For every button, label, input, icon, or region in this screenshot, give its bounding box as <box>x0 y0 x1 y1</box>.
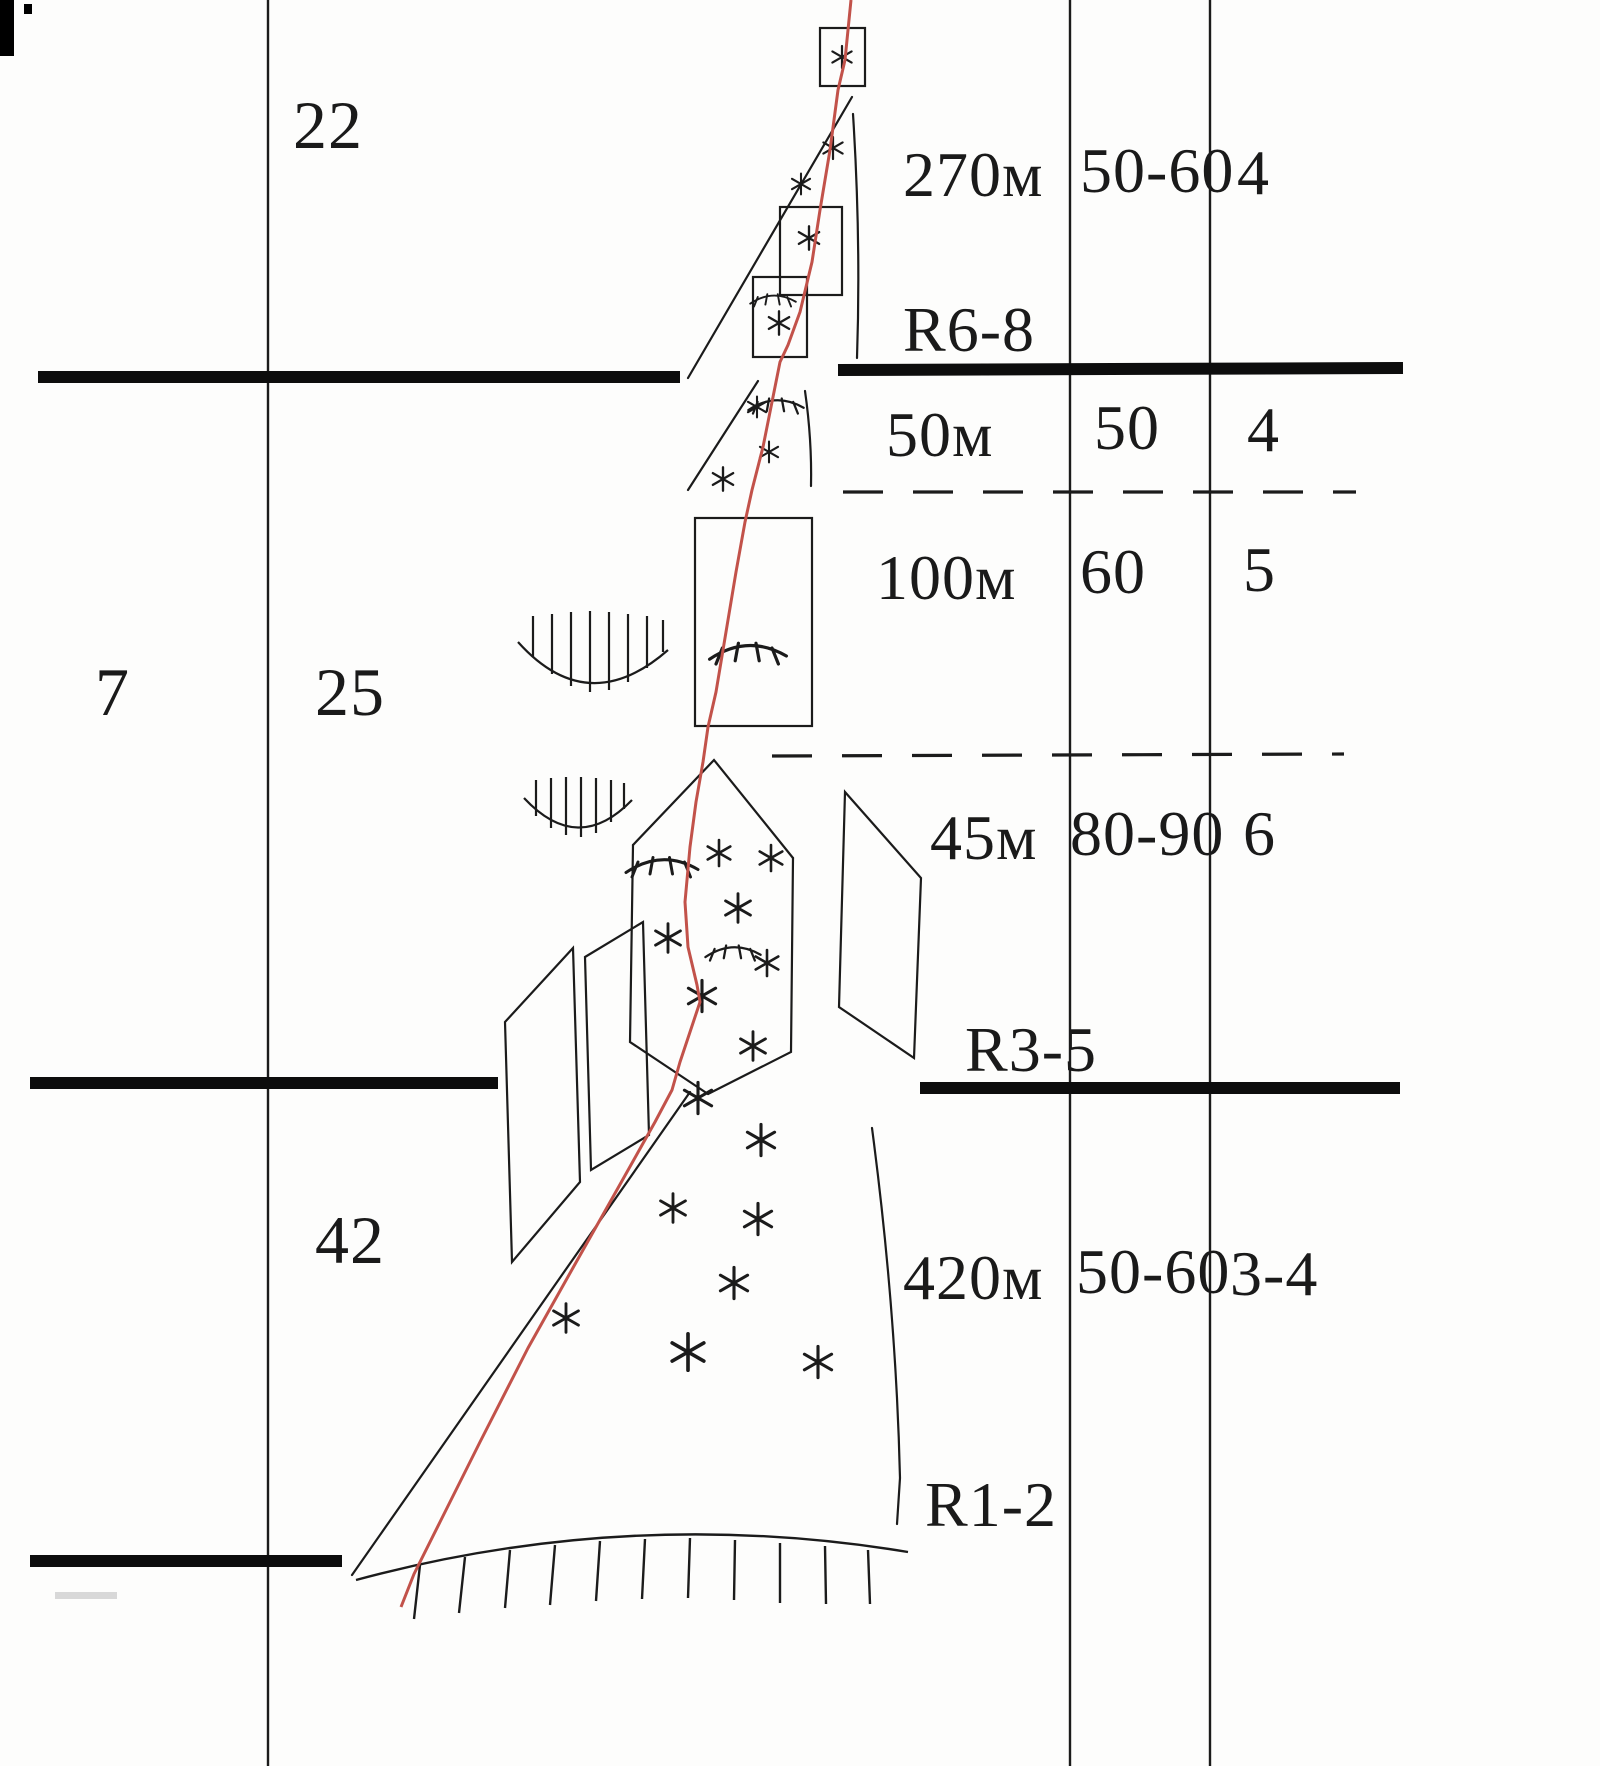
column-lines <box>266 0 1212 1766</box>
asterisk-mark <box>767 310 791 336</box>
belay-label-r1-2: R1-2 <box>925 1469 1057 1540</box>
zone-number-far-left: 7 <box>95 654 130 730</box>
pitch-5-length: 420м <box>903 1242 1044 1313</box>
asterisk-mark <box>686 978 718 1014</box>
upper-couloir-left-edge <box>686 95 854 380</box>
upper-couloir-right-edge <box>851 112 860 360</box>
zone-number-lower: 42 <box>315 1202 385 1278</box>
rock-band-hatched-upper <box>517 611 669 692</box>
slab-left-1 <box>503 945 582 1265</box>
belay-label-r3-5: R3-5 <box>965 1014 1097 1085</box>
rock-step-box-top <box>818 26 867 88</box>
asterisk-mark <box>790 172 812 196</box>
asterisk-mark <box>724 892 752 924</box>
pitch-2-length: 50м <box>886 399 994 470</box>
asterisk-mark <box>745 1122 777 1158</box>
pitch-4-steepness: 80-90 <box>1070 798 1225 869</box>
lower-face-right-edge <box>870 1126 902 1526</box>
asterisk-mark <box>758 843 784 873</box>
zone-number-upper: 22 <box>293 87 363 163</box>
terrain-outlines <box>350 26 923 1577</box>
route-line <box>399 0 853 1608</box>
asterisk-mark <box>718 1265 750 1301</box>
pitch-4-length: 45м <box>930 802 1038 873</box>
pitch-1-steepness: 50-60 <box>1080 135 1235 206</box>
pitch-3-grade: 5 <box>1243 534 1276 605</box>
asterisk-mark <box>742 1201 774 1237</box>
asterisk-mark <box>802 1344 834 1380</box>
lower-face-left-edge <box>350 1090 692 1577</box>
rock-band-hatched-lower <box>523 777 633 837</box>
asterisk-mark <box>746 395 768 419</box>
pitch2-right-edge <box>803 389 813 488</box>
overhang-mark <box>704 944 762 962</box>
route-point-asterisks <box>552 44 853 1380</box>
pitch-4-grade: 6 <box>1243 798 1276 869</box>
buttress-ridge <box>631 758 795 860</box>
pitch-1-length: 270м <box>903 139 1044 210</box>
section-divider-bars <box>30 362 1404 1567</box>
asterisk-mark <box>711 466 735 492</box>
rock-step-box-2 <box>778 205 844 297</box>
slab-right <box>837 789 923 1061</box>
asterisk-mark <box>706 838 732 868</box>
pitch-2-steepness: 50 <box>1094 392 1160 463</box>
pitch2-left-edge <box>686 379 760 492</box>
scan-smudge <box>55 1592 117 1599</box>
buttress-right-face <box>706 856 795 1096</box>
pitch-3-length: 100м <box>876 542 1017 613</box>
pitch-5-grade: 3-4 <box>1230 1238 1319 1309</box>
asterisk-mark <box>552 1302 580 1334</box>
asterisk-mark <box>831 44 853 70</box>
asterisk-mark <box>670 1331 706 1373</box>
asterisk-mark <box>739 1030 767 1062</box>
bergschrund-arc <box>355 1533 909 1620</box>
asterisk-mark <box>659 1192 687 1224</box>
pitch-5-steepness: 50-60 <box>1076 1236 1231 1307</box>
asterisk-mark <box>682 1080 714 1116</box>
pitch-1-grade: 4 <box>1237 137 1270 208</box>
buttress-left-face <box>628 843 710 1096</box>
zone-number-middle: 25 <box>315 654 385 730</box>
dashed-separators <box>771 490 1356 758</box>
rock-step-box-3 <box>751 275 809 359</box>
pitch-2-grade: 4 <box>1247 394 1280 465</box>
asterisk-mark <box>654 922 682 954</box>
pitch-3-steepness: 60 <box>1080 536 1146 607</box>
belay-label-r6-8: R6-8 <box>903 294 1035 365</box>
scan-artifact <box>0 0 32 56</box>
slab-left-2 <box>583 920 651 1172</box>
rock-step-box-large <box>693 516 814 728</box>
